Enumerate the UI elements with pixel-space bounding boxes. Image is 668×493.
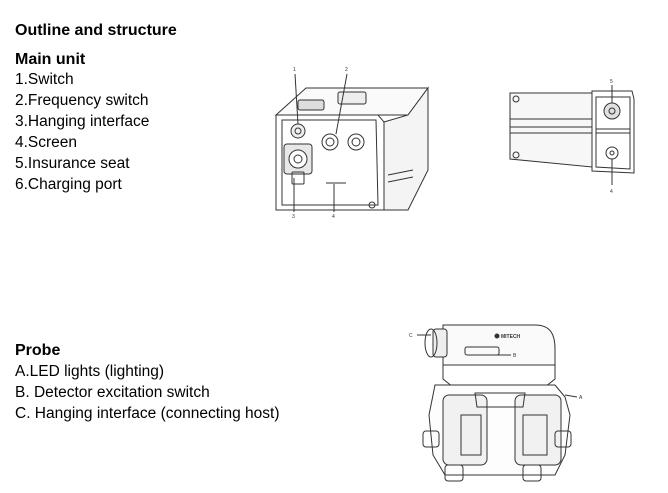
callout-label: 4 (332, 214, 335, 220)
list-item: B. Detector excitation switch (15, 384, 210, 401)
list-item: 3.Hanging interface (15, 113, 150, 130)
callout-label: 3 (292, 214, 295, 220)
callout-label: 1 (293, 67, 296, 73)
list-item: 4.Screen (15, 134, 78, 151)
list-item: A.LED lights (lighting) (15, 363, 165, 380)
probe-illustration: C B A MITECH (409, 324, 583, 482)
list-item: 1.Switch (15, 71, 74, 88)
main-unit-list: 1.Switch 2.Frequency switch 3.Hanging in… (15, 69, 149, 195)
callout-label: C (409, 333, 413, 339)
brand-logo: MITECH (501, 334, 521, 340)
list-item: 2.Frequency switch (15, 92, 149, 109)
callout-label: A (579, 395, 583, 401)
page-title: Outline and structure (15, 22, 177, 39)
callout-label: 4 (610, 189, 613, 195)
probe-heading: Probe (15, 342, 61, 359)
main-unit-side-illustration: 5 4 (509, 79, 635, 195)
callout-label: 2 (345, 67, 348, 73)
main-unit-heading: Main unit (15, 51, 86, 68)
main-unit-front-illustration: 1 2 3 4 (274, 67, 429, 220)
callout-label: B (513, 353, 517, 359)
probe-list: A.LED lights (lighting) B. Detector exci… (15, 361, 280, 424)
list-item: 6.Charging port (15, 176, 122, 193)
callout-label: 5 (610, 79, 613, 85)
list-item: 5.Insurance seat (15, 155, 130, 172)
list-item: C. Hanging interface (connecting host) (15, 405, 280, 422)
